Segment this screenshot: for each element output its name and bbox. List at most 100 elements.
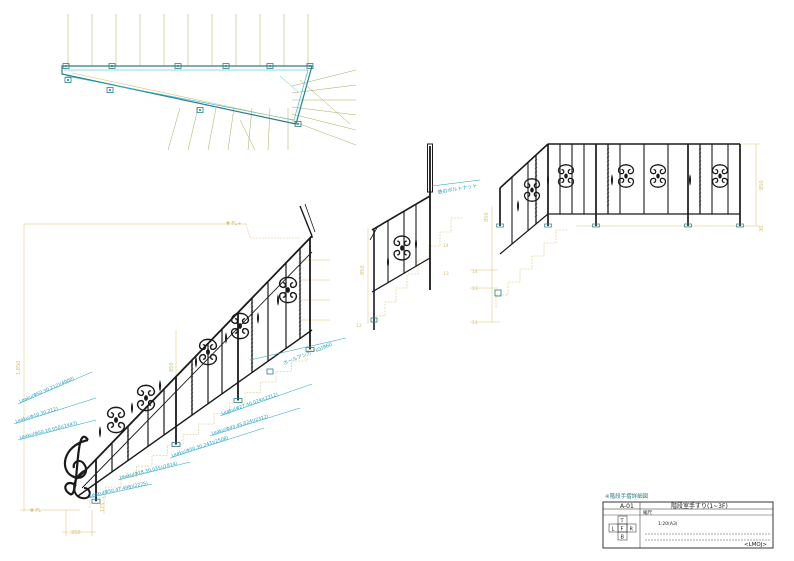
twist-mark — [298, 300, 302, 303]
scroll-curve — [565, 177, 575, 188]
bracket-bolt — [225, 65, 227, 67]
twist-mark — [250, 342, 254, 345]
callout-leader — [209, 407, 301, 437]
side-step-mark: 11 — [472, 320, 478, 326]
twist-mark — [250, 330, 254, 333]
scroll-curve — [625, 164, 635, 175]
twist-mark — [606, 188, 610, 191]
width-dimension: 250 — [71, 530, 81, 536]
top-handrail — [77, 235, 313, 479]
twist-mark — [190, 372, 194, 375]
twist-mark — [698, 192, 702, 195]
leaf-ornament — [98, 426, 102, 438]
ornament-knot — [656, 173, 660, 179]
scroll-curve — [136, 399, 147, 412]
post-bracket — [306, 63, 314, 69]
scroll-curve — [287, 291, 298, 304]
twist-mark — [698, 176, 702, 179]
anchor-detail-box — [266, 368, 274, 375]
stair-profile — [495, 229, 568, 308]
twist-mark — [298, 332, 302, 335]
post-base-plate — [544, 223, 552, 228]
twist-mark — [250, 338, 254, 341]
twist-mark — [298, 268, 302, 271]
callout-leader — [169, 427, 265, 459]
scroll-ornament — [711, 164, 729, 188]
scroll-curve — [115, 406, 126, 419]
plan-stringer-line — [71, 72, 297, 122]
twist-mark — [606, 156, 610, 159]
stair-profile — [89, 350, 323, 508]
section-step-mark: 14 — [443, 243, 449, 249]
height-dimension: 1,850 — [16, 361, 22, 375]
post-base-plate — [171, 442, 181, 447]
view-cell-right: R — [630, 527, 634, 533]
scroll-curve — [401, 249, 411, 261]
section-step-mark: 13 — [443, 271, 449, 277]
twist-mark — [606, 176, 610, 179]
scroll-curve — [531, 178, 541, 189]
twist-mark — [534, 163, 538, 166]
scroll-curve — [198, 338, 209, 351]
post-bracket — [222, 63, 230, 69]
plan-rail-outline — [61, 65, 313, 125]
twist-mark — [606, 160, 610, 163]
scroll-ornament — [649, 164, 667, 188]
scroll-curve — [136, 384, 147, 397]
callout-note: Leaku(Φ50.47,498)(2225) — [89, 480, 149, 499]
twist-mark — [126, 454, 130, 457]
drawing-title: 階段室手すり(1~3F) — [671, 502, 728, 510]
twist-mark — [698, 184, 702, 187]
twist-mark — [190, 396, 194, 399]
section-post-top — [427, 143, 433, 193]
section-bolt-note: 鉄のボルトナット — [437, 182, 478, 196]
side-handrail — [499, 143, 549, 189]
twist-mark — [298, 280, 302, 283]
twist-mark — [126, 438, 130, 441]
leaf-ornament — [194, 356, 198, 368]
callout-leader — [117, 461, 191, 481]
twist-mark — [534, 171, 538, 174]
bracket-bolt — [67, 79, 69, 81]
post-base-plate — [684, 223, 692, 228]
ornament-knot — [238, 323, 242, 329]
twist-mark — [298, 304, 302, 307]
section-handrail — [371, 195, 431, 231]
bracket-bolt — [297, 123, 299, 125]
ornament-knot — [624, 173, 628, 179]
rail-bracket — [369, 225, 379, 241]
side-height-dimension: 850 — [759, 180, 765, 190]
scroll-curve — [230, 312, 241, 325]
ornament-knot — [564, 173, 568, 179]
plan-guide-line — [239, 119, 256, 151]
plan-grid-line — [291, 69, 357, 87]
scroll-curve — [278, 291, 289, 304]
twist-mark — [250, 318, 254, 321]
scroll-curve — [115, 421, 126, 434]
leaf-ornament — [130, 402, 134, 414]
twist-mark — [698, 188, 702, 191]
bracket-bolt — [109, 89, 111, 91]
drawing-number: A-01 — [620, 503, 634, 510]
leaf-ornament — [158, 380, 162, 392]
twist-mark — [190, 364, 194, 367]
scroll-curve — [711, 164, 721, 175]
stair-plan-view — [61, 14, 357, 151]
side-step-mark: 13 — [472, 286, 478, 292]
scroll-curve — [557, 164, 567, 175]
scroll-curve — [557, 177, 567, 188]
post-bracket — [266, 63, 274, 69]
plan-guide-line — [299, 79, 351, 125]
plan-label-leader — [279, 75, 299, 93]
twist-mark — [534, 159, 538, 162]
post-bracket — [294, 121, 302, 127]
scroll-curve — [393, 249, 403, 261]
callout-note: Leaku(Φ43.45,024)(2312) — [211, 413, 270, 436]
scroll-ornament — [136, 384, 156, 412]
twist-mark — [250, 366, 254, 369]
twist-mark — [698, 168, 702, 171]
scroll-curve — [106, 406, 117, 419]
scroll-curve — [719, 177, 729, 188]
twist-mark — [534, 183, 538, 186]
twist-mark — [190, 384, 194, 387]
